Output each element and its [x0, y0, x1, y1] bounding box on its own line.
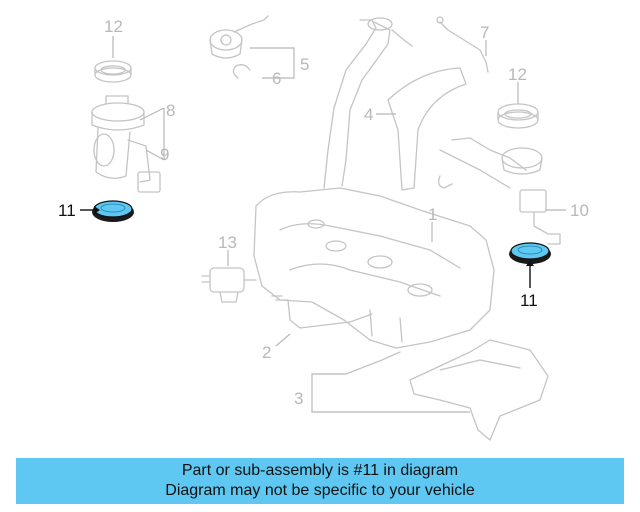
part-fuel-filter: [201, 267, 257, 303]
part-heat-shield: [345, 339, 549, 441]
callout-5: 5: [300, 55, 309, 74]
part-pump-assembly-right: [438, 137, 561, 245]
callout-13: 13: [218, 233, 237, 252]
part-filler-neck-shield: [387, 67, 467, 191]
part-level-sender: [209, 15, 269, 59]
callout-12-left: 12: [104, 17, 123, 36]
part-11-sealing-ring-left: [92, 200, 134, 222]
part-lock-ring-right: [497, 103, 539, 129]
callout-10: 10: [570, 201, 589, 220]
callout-1: 1: [428, 205, 437, 224]
parts-diagram: 12 8 9 11 13 5 6 7 12 4 10 1 11 2 3: [58, 15, 589, 441]
callout-9: 9: [160, 145, 169, 164]
callout-6: 6: [272, 69, 281, 88]
part-fuel-pump-module: [91, 95, 161, 193]
part-filler-pipe: [323, 17, 413, 189]
callout-2: 2: [262, 343, 271, 362]
part-vent-rod: [436, 16, 489, 73]
part-11-sealing-ring-right: [509, 242, 551, 264]
callout-11-right: 11: [520, 291, 538, 310]
part-fuel-tank: [253, 187, 495, 349]
callout-12-right: 12: [508, 65, 527, 84]
callout-7: 7: [480, 23, 489, 42]
callout-11-left: 11: [58, 201, 76, 220]
banner-line-2: Diagram may not be specific to your vehi…: [165, 482, 475, 499]
callout-4: 4: [364, 105, 373, 124]
banner-line-1: Part or sub-assembly is #11 in diagram: [181, 462, 459, 479]
info-banner: Part or sub-assembly is #11 in diagram D…: [16, 458, 624, 504]
part-fuel-line: [271, 295, 373, 329]
part-lock-ring-left: [94, 60, 132, 83]
part-clip: [232, 64, 251, 79]
callout-3: 3: [294, 389, 303, 408]
callout-8: 8: [166, 101, 175, 120]
